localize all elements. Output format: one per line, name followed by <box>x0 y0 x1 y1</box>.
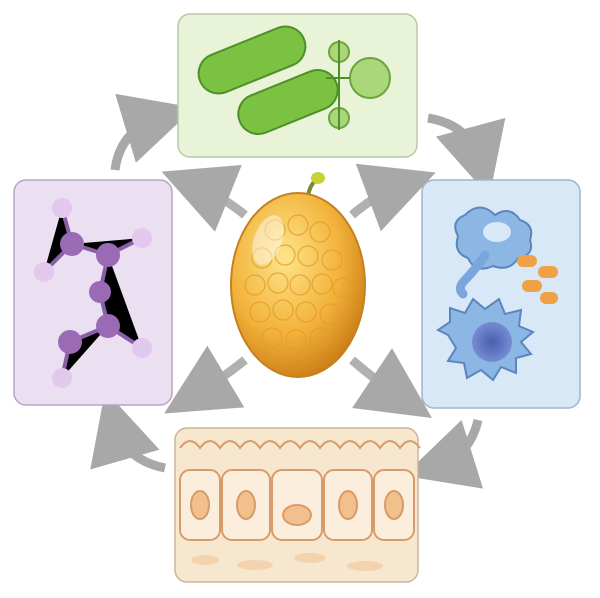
arrow-left-to-top <box>110 93 195 171</box>
bacteria-icon <box>197 25 391 135</box>
arrow-center-to-right-top <box>349 163 436 232</box>
arrow-right-to-bottom <box>403 418 484 489</box>
cycle-arrows <box>90 93 506 489</box>
molecule-icon <box>34 198 152 388</box>
left-panel-molecule <box>13 179 173 406</box>
arrow-bottom-to-left <box>90 390 167 473</box>
right-panel-immune <box>421 179 581 409</box>
center-fruit-icon <box>230 172 366 378</box>
top-panel-bacteria <box>177 13 418 158</box>
intestinal-epithelium-icon <box>179 440 421 571</box>
arrow-top-to-right <box>427 113 506 197</box>
immune-cell-icon <box>436 206 558 382</box>
arrow-center-to-right-bottom <box>349 348 432 418</box>
bottom-panel-epithelium <box>174 427 421 583</box>
arrow-center-to-left-bottom <box>164 345 248 414</box>
arrow-center-to-left-top <box>161 164 248 232</box>
center-arrows <box>161 163 436 418</box>
